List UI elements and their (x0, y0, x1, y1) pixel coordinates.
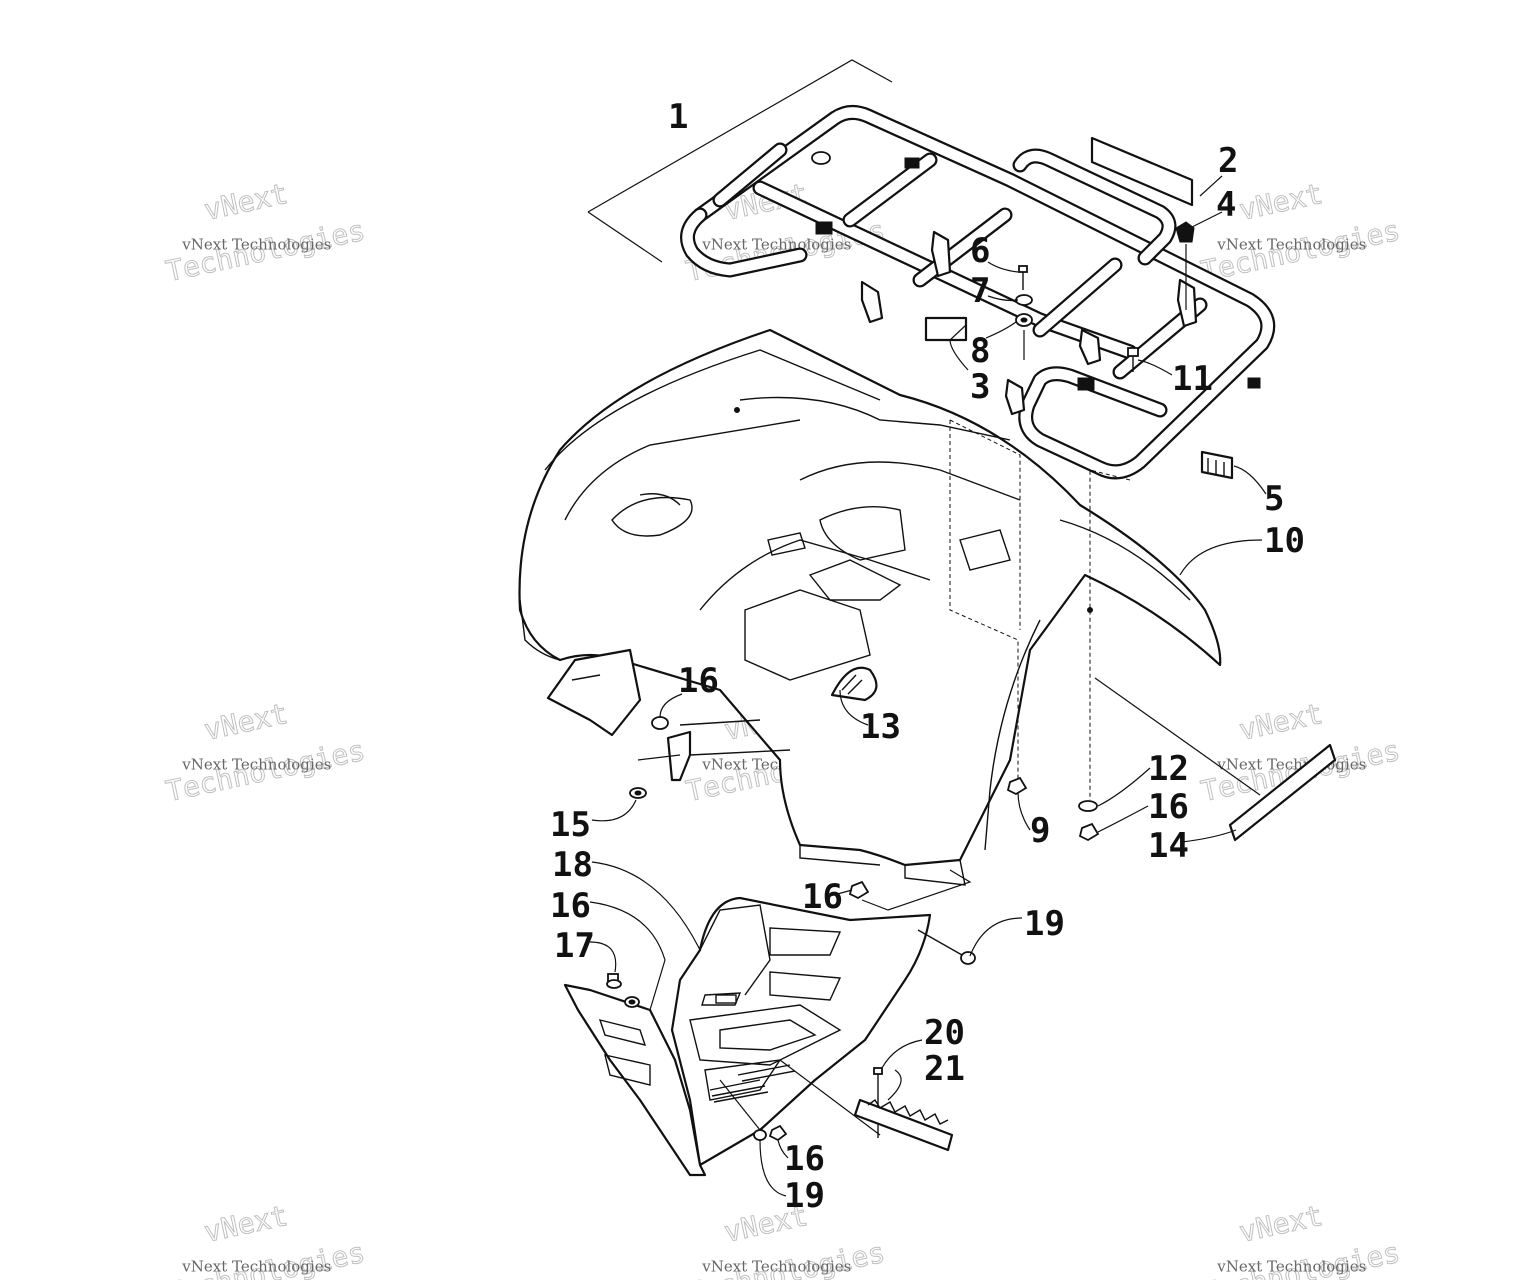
callout-16c: 16 (802, 877, 843, 917)
footwell-hardware (606, 869, 976, 1152)
watermark-caption: vNext Technologies (1216, 1258, 1366, 1276)
callout-8: 8 (970, 331, 990, 371)
callout-17: 17 (554, 926, 595, 966)
callout-3: 3 (970, 367, 990, 407)
callout-19b: 19 (784, 1176, 825, 1216)
footwell (563, 896, 932, 1177)
callout-20: 20 (924, 1013, 965, 1053)
callout-6: 6 (970, 231, 990, 271)
callout-18: 18 (552, 845, 593, 885)
watermark-line1: vNext (1236, 1199, 1325, 1249)
callout-10: 10 (1264, 521, 1305, 561)
callout-21: 21 (924, 1049, 965, 1089)
rear-rack (587, 59, 1276, 480)
callout-labels: 1 2 3 4 5 6 7 8 9 10 11 12 13 14 15 16 1… (550, 97, 1305, 1216)
callout-1: 1 (668, 97, 688, 137)
callout-11: 11 (1172, 359, 1213, 399)
watermark-line1: vNext (201, 697, 290, 747)
callout-16d: 16 (550, 886, 591, 926)
decal-3 (924, 316, 968, 342)
callout-14: 14 (1148, 826, 1189, 866)
watermark-caption: vNext Technologies (181, 756, 331, 774)
callout-7: 7 (970, 271, 990, 311)
callout-5: 5 (1264, 479, 1284, 519)
watermark-caption: vNext Technologies (701, 236, 851, 254)
callout-15: 15 (550, 805, 591, 845)
watermark-caption: vNext Technologies (181, 1258, 331, 1276)
watermark-caption: vNext Technologies (701, 1258, 851, 1276)
decal-2 (1090, 136, 1194, 207)
watermark-line1: vNext (1236, 177, 1325, 227)
rack-hardware (1015, 221, 1234, 480)
rear-fender (518, 328, 1222, 886)
callout-2: 2 (1218, 141, 1238, 181)
callout-12: 12 (1148, 749, 1189, 789)
callout-16e: 16 (784, 1139, 825, 1179)
leader-lines (589, 175, 1267, 1197)
watermark-caption: vNext Technologies (181, 236, 331, 254)
callout-4: 4 (1216, 185, 1236, 225)
fender-hardware (629, 677, 1337, 842)
watermark-caption: vNext Technologies (1216, 756, 1366, 774)
callout-9: 9 (1030, 811, 1050, 851)
watermark-line1: vNext (201, 177, 290, 227)
watermark-caption: vNext Technologies (1216, 236, 1366, 254)
watermark-line1: vNext (201, 1199, 290, 1249)
callout-13: 13 (860, 707, 901, 747)
callout-16b: 16 (1148, 787, 1189, 827)
watermark-line1: vNext (1236, 697, 1325, 747)
callout-19a: 19 (1024, 904, 1065, 944)
callout-16a: 16 (678, 661, 719, 701)
